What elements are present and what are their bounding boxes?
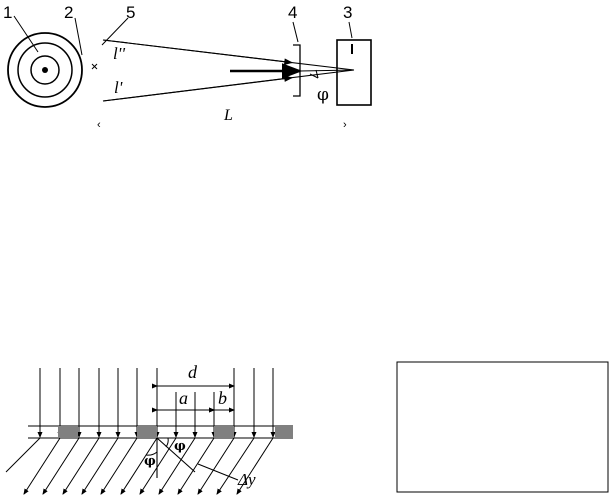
distance-label: L: [223, 107, 233, 124]
angle-left-label: φ: [144, 454, 156, 469]
svg-text:4: 4: [288, 3, 297, 22]
angle-label: φ: [317, 85, 329, 105]
svg-text:3: 3: [343, 3, 352, 22]
distance-arrow-right: ›: [343, 119, 347, 131]
diffracted-rays: [5, 437, 274, 495]
opaque-strip: [275, 426, 293, 438]
grating-plate: [28, 425, 293, 439]
lens-bracket: [293, 44, 301, 97]
optical-setup-diagram: 1 2 5 4 3 l'': [3, 3, 372, 131]
part-label-4: 4: [288, 3, 299, 43]
ray-upper-arrow: [102, 39, 294, 65]
period-label: d: [188, 362, 198, 382]
path-difference-construction: [145, 437, 239, 481]
light-source: [7, 32, 83, 108]
angle-mark: [309, 69, 319, 79]
gap-label: a: [179, 388, 188, 408]
svg-text:2: 2: [64, 3, 73, 22]
ray-lower-label: l': [114, 78, 123, 97]
ray-lower-arrow: [102, 75, 294, 102]
ray-upper-label: l'': [113, 44, 125, 63]
part-label-3: 3: [343, 3, 353, 39]
part-label-5: 5: [101, 3, 135, 46]
answer-box: [396, 361, 609, 493]
angle-right-label: φ: [174, 439, 186, 454]
path-difference-label: Δy: [237, 470, 256, 489]
part-label-1: 1: [3, 3, 39, 53]
distance-arrow-left: ‹: [97, 119, 101, 131]
slit-mark: [91, 63, 98, 70]
grating-diagram: d a b φ: [5, 362, 293, 495]
opaque-strip: [214, 426, 234, 438]
screen: [336, 39, 372, 106]
opaque-strip: [137, 426, 157, 438]
svg-text:1: 1: [3, 3, 12, 22]
svg-text:5: 5: [126, 3, 135, 22]
part-label-2: 2: [64, 3, 83, 56]
width-label: b: [218, 388, 227, 408]
opaque-strip: [58, 426, 78, 438]
